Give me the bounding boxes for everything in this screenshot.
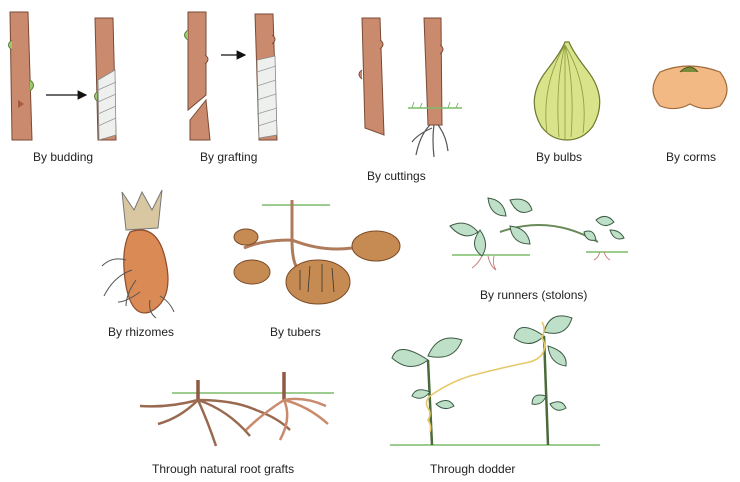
corm-illustration xyxy=(653,66,727,109)
caption-tubers: By tubers xyxy=(270,325,321,339)
caption-bulbs: By bulbs xyxy=(536,150,582,164)
caption-cuttings: By cuttings xyxy=(367,169,426,183)
caption-corms: By corms xyxy=(666,150,716,164)
caption-root-grafts: Through natural root grafts xyxy=(152,462,294,476)
dodder-illustration xyxy=(390,316,600,445)
rhizome-illustration xyxy=(102,190,174,318)
cuttings-illustration xyxy=(359,18,462,157)
caption-budding: By budding xyxy=(33,150,93,164)
caption-rhizomes: By rhizomes xyxy=(108,325,174,339)
tuber-illustration xyxy=(234,200,400,304)
runners-illustration xyxy=(450,198,628,270)
caption-runners: By runners (stolons) xyxy=(480,288,587,302)
bulb-illustration xyxy=(534,42,599,140)
grafting-illustration xyxy=(185,12,278,140)
budding-illustration xyxy=(9,12,117,140)
caption-grafting: By grafting xyxy=(200,150,257,164)
root-grafts-illustration xyxy=(140,372,334,446)
caption-dodder: Through dodder xyxy=(430,462,515,476)
